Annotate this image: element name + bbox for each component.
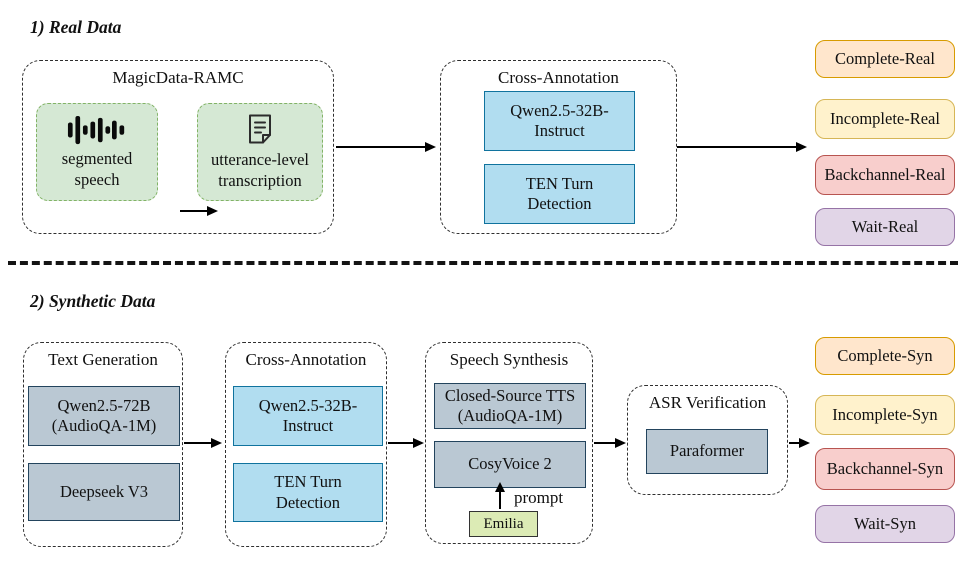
speech-synthesis-title: Speech Synthesis [449, 350, 569, 369]
ten-turn-real-node: TEN Turn Detection [484, 164, 635, 224]
speech-synthesis-group: Speech Synthesis Closed-Source TTS (Audi… [425, 342, 593, 544]
pill-wait-syn: Wait-Syn [815, 505, 955, 543]
magicdata-ramc-title: MagicData-RAMC [112, 68, 244, 87]
pill-backchannel-real: Backchannel-Real [815, 155, 955, 195]
pill-incomplete-syn: Incomplete-Syn [815, 395, 955, 435]
real-data-heading: 1) Real Data [30, 17, 122, 37]
arrow-textgen-to-crossannotation [184, 438, 222, 448]
arrow-segmented-to-transcription [180, 206, 218, 216]
magicdata-ramc-group: MagicData-RAMC segmented speec [22, 60, 334, 234]
arrow-speechsynthesis-to-asr [594, 438, 626, 448]
arrow-crossannotation-to-speechsynthesis [388, 438, 424, 448]
transcription-label: utterance-level transcription [210, 150, 310, 190]
qwen-72b-node: Qwen2.5-72B (AudioQA-1M) [28, 386, 180, 446]
waveform-icon [67, 114, 127, 146]
prompt-label: prompt [514, 488, 564, 507]
cross-annotation-syn-group: Cross-Annotation Qwen2.5-32B- Instruct T… [225, 342, 387, 547]
section-divider [8, 261, 958, 265]
closed-source-tts-node: Closed-Source TTS (AudioQA-1M) [434, 383, 586, 429]
cosyvoice-node: CosyVoice 2 [434, 441, 586, 488]
document-icon [244, 113, 276, 147]
pill-backchannel-syn: Backchannel-Syn [815, 448, 955, 490]
qwen-32b-real-node: Qwen2.5-32B- Instruct [484, 91, 635, 151]
text-generation-group: Text Generation Qwen2.5-72B (AudioQA-1M)… [23, 342, 183, 547]
pill-wait-real: Wait-Real [815, 208, 955, 246]
pill-incomplete-real: Incomplete-Real [815, 99, 955, 139]
deepseek-v3-node: Deepseek V3 [28, 463, 180, 521]
pill-complete-real: Complete-Real [815, 40, 955, 78]
cross-annotation-real-group: Cross-Annotation Qwen2.5-32B- Instruct T… [440, 60, 677, 234]
segmented-speech-node: segmented speech [36, 103, 158, 201]
ten-turn-syn-node: TEN Turn Detection [233, 463, 383, 522]
transcription-node: utterance-level transcription [197, 103, 323, 201]
arrow-crossannotation-to-real-outputs [677, 142, 807, 152]
paraformer-node: Paraformer [646, 429, 768, 474]
cross-annotation-syn-title: Cross-Annotation [245, 350, 367, 369]
text-generation-title: Text Generation [48, 350, 158, 369]
pill-complete-syn: Complete-Syn [815, 337, 955, 375]
segmented-speech-label: segmented speech [61, 149, 133, 189]
emilia-node: Emilia [469, 511, 538, 537]
synthetic-data-heading: 2) Synthetic Data [30, 291, 156, 311]
qwen-32b-syn-node: Qwen2.5-32B- Instruct [233, 386, 383, 446]
asr-verification-group: ASR Verification Paraformer [627, 385, 788, 495]
asr-verification-title: ASR Verification [648, 393, 767, 412]
arrow-magicdata-to-crossannotation [336, 142, 436, 152]
cross-annotation-real-title: Cross-Annotation [498, 68, 619, 87]
arrow-asr-to-syn-outputs [789, 438, 810, 448]
arrow-emilia-to-cosyvoice [495, 482, 505, 509]
